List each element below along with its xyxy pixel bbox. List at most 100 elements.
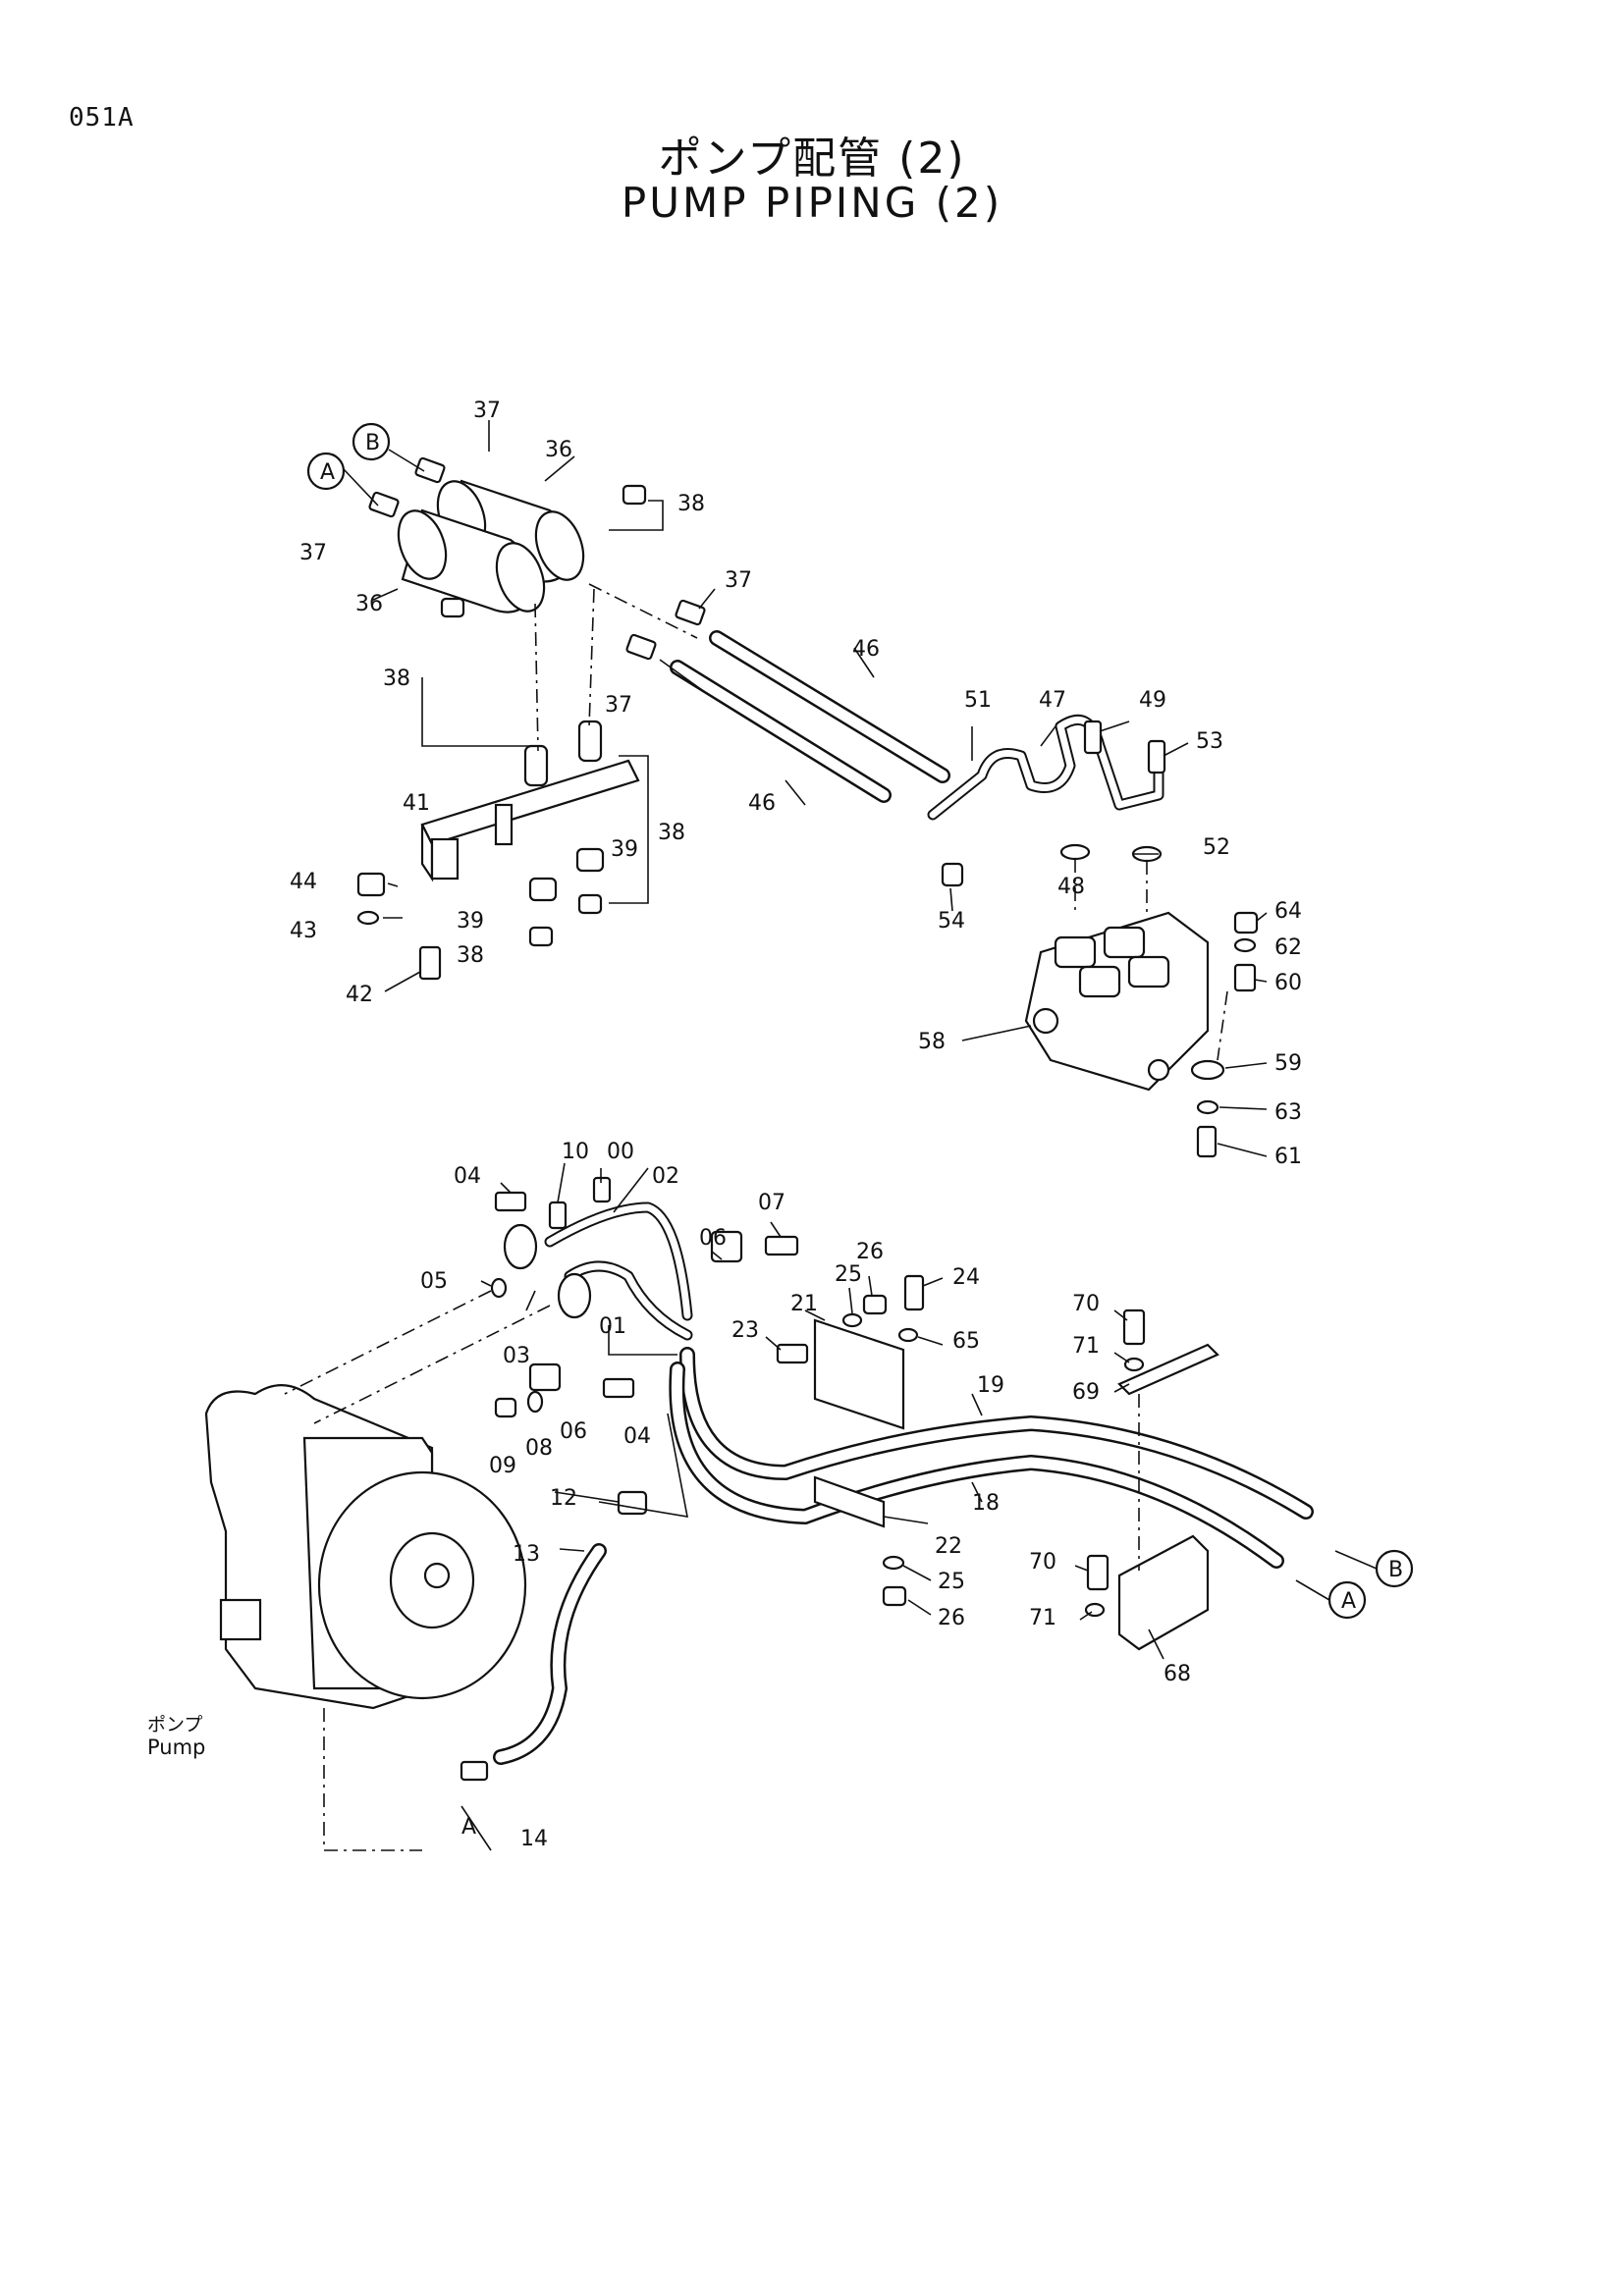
label-46-lower: 46	[748, 791, 776, 816]
rubber-mount-right	[577, 720, 603, 763]
pipe-01	[564, 1260, 693, 1341]
connector-circle-b-upper	[352, 422, 391, 461]
label-65: 65	[952, 1329, 980, 1354]
label-38-right: 38	[658, 821, 685, 845]
hydraulic-hose-46-upper	[709, 630, 950, 783]
label-18: 18	[972, 1491, 1000, 1516]
label-14: 14	[520, 1827, 548, 1851]
bolt-04-lower	[602, 1377, 635, 1399]
label-36-left: 36	[355, 592, 383, 616]
page-code: 051A	[69, 103, 135, 133]
steel-pipe-47-51	[927, 714, 1164, 821]
bolt-42	[418, 945, 442, 981]
label-43: 43	[290, 919, 317, 943]
nut-38-c	[577, 893, 603, 915]
elbow-fitting-12	[617, 1490, 648, 1516]
nut-64	[1233, 911, 1259, 934]
connector-b-upper-label: B	[365, 431, 380, 455]
label-19: 19	[977, 1373, 1004, 1398]
label-09: 09	[489, 1454, 516, 1478]
label-00: 00	[607, 1140, 634, 1164]
label-39-lower: 39	[457, 909, 484, 934]
label-25-upper: 25	[835, 1262, 862, 1287]
o-ring-05	[490, 1277, 508, 1299]
mounting-bracket-41	[420, 759, 640, 882]
label-54: 54	[938, 909, 965, 934]
label-14-a: A	[461, 1815, 476, 1840]
bolt-23	[776, 1343, 809, 1364]
label-58: 58	[918, 1030, 946, 1054]
nut-26-upper	[862, 1294, 888, 1315]
label-46-upper: 46	[852, 637, 880, 662]
bolt-70-lower	[1086, 1554, 1110, 1591]
label-03: 03	[503, 1344, 530, 1368]
label-25-lower: 25	[938, 1570, 965, 1594]
washer-71-upper	[1123, 1357, 1145, 1372]
connector-a-lower-label: A	[1341, 1589, 1356, 1614]
hydraulic-hose-13	[493, 1543, 607, 1765]
pipe-02	[544, 1201, 693, 1321]
nut-38-b	[622, 484, 647, 506]
label-47: 47	[1039, 688, 1066, 713]
bolt-04-upper	[494, 1191, 527, 1212]
adapter-14	[460, 1760, 489, 1782]
flange-bolt-49	[1083, 720, 1103, 755]
stud-60	[1233, 963, 1257, 992]
flange-upper	[503, 1223, 538, 1270]
pump-label-japanese: ポンプ	[147, 1714, 203, 1735]
label-36-top: 36	[545, 438, 572, 462]
label-51: 51	[964, 688, 992, 713]
label-13: 13	[513, 1542, 540, 1567]
washer-25-upper	[841, 1312, 863, 1328]
label-01: 01	[599, 1314, 626, 1339]
label-60: 60	[1274, 971, 1302, 995]
nut-26-lower	[882, 1585, 907, 1607]
label-48: 48	[1057, 875, 1085, 899]
page-title-english: PUMP PIPING (2)	[621, 179, 1003, 227]
label-04-lower: 04	[623, 1424, 651, 1449]
adapter-fitting-37-a	[414, 456, 446, 484]
mount-59	[1190, 1059, 1225, 1081]
label-26-lower: 26	[938, 1606, 965, 1630]
label-38-top: 38	[677, 492, 705, 516]
label-06-lower: 06	[560, 1419, 587, 1444]
hydraulic-pump	[204, 1384, 527, 1710]
label-71-upper: 71	[1072, 1334, 1100, 1359]
label-07: 07	[758, 1191, 785, 1215]
label-62: 62	[1274, 935, 1302, 960]
label-38-lower: 38	[457, 943, 484, 968]
washer-43	[356, 910, 380, 926]
label-39-right: 39	[611, 837, 638, 862]
label-22: 22	[935, 1534, 962, 1559]
nut-38-a	[440, 597, 465, 618]
label-04-upper: 04	[454, 1164, 481, 1189]
nut-38-d	[528, 926, 554, 947]
connector-a-upper-label: A	[320, 460, 335, 485]
bracket-68	[1117, 1534, 1210, 1651]
label-02: 02	[652, 1164, 679, 1189]
bolt-24	[903, 1274, 925, 1311]
label-26-upper: 26	[856, 1240, 884, 1264]
label-24: 24	[952, 1265, 980, 1290]
hydraulic-hose-18	[669, 1362, 1284, 1569]
label-37-left: 37	[299, 541, 327, 565]
label-63: 63	[1274, 1100, 1302, 1125]
label-21: 21	[790, 1292, 818, 1316]
bolt-61	[1196, 1125, 1218, 1158]
hose-clamp-22	[813, 1475, 886, 1528]
label-10: 10	[562, 1140, 589, 1164]
label-52: 52	[1203, 835, 1230, 860]
plug-00	[592, 1176, 612, 1203]
bolt-70-upper	[1122, 1308, 1146, 1346]
label-23: 23	[731, 1318, 759, 1343]
label-12: 12	[550, 1486, 577, 1511]
o-ring-48	[1059, 843, 1091, 861]
label-08: 08	[525, 1436, 553, 1461]
washer-62	[1233, 937, 1257, 953]
label-44: 44	[290, 870, 317, 894]
label-38-left: 38	[383, 667, 410, 691]
label-41: 41	[403, 791, 430, 816]
label-64: 64	[1274, 899, 1302, 924]
label-37-right: 37	[725, 568, 752, 593]
clamp-06-upper	[710, 1230, 743, 1263]
